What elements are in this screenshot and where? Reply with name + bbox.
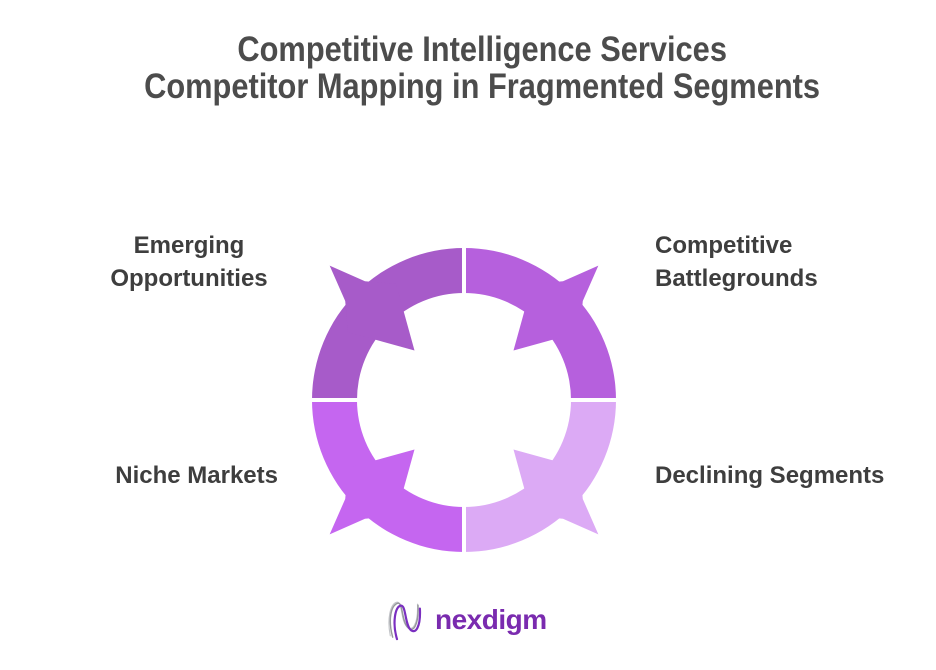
label-declining-segments: Declining Segments [655,459,884,492]
label-line: Declining Segments [655,462,885,489]
segment-emerging-opportunities [312,248,464,400]
brand-logo: nexdigm [386,597,547,643]
page-title: Competitive Intelligence Services Compet… [28,31,936,105]
segment-competitive-battlegrounds [464,248,616,400]
segment-declining-segments [464,400,616,552]
nexdigm-n-wave-icon [388,601,422,641]
label-niche-markets: Niche Markets [115,459,278,492]
inward-arrowhead-icon [513,449,599,535]
segment-niche-markets [312,400,464,552]
divider-left [302,398,368,402]
divider-bottom [462,496,466,562]
cycle-diagram [302,238,626,562]
label-line: Opportunities [110,265,268,292]
label-line: Competitive [655,232,793,259]
logo-wordmark: nexdigm [435,604,547,635]
label-line: Emerging [133,232,245,259]
segment-dividers [302,238,626,562]
divider-top [462,238,466,304]
label-emerging-opportunities: Emerging Opportunities [100,229,278,295]
divider-right [560,398,626,402]
title-line-2: Competitor Mapping in Fragmented Segment… [144,67,820,106]
inward-arrowhead-icon [329,449,415,535]
label-competitive-battlegrounds: Competitive Battlegrounds [655,229,818,295]
inward-arrowhead-icon [329,265,415,351]
title-line-1: Competitive Intelligence Services [237,30,727,69]
label-line: Battlegrounds [655,265,818,292]
inward-arrowhead-icon [513,265,599,351]
label-line: Niche Markets [115,462,278,489]
